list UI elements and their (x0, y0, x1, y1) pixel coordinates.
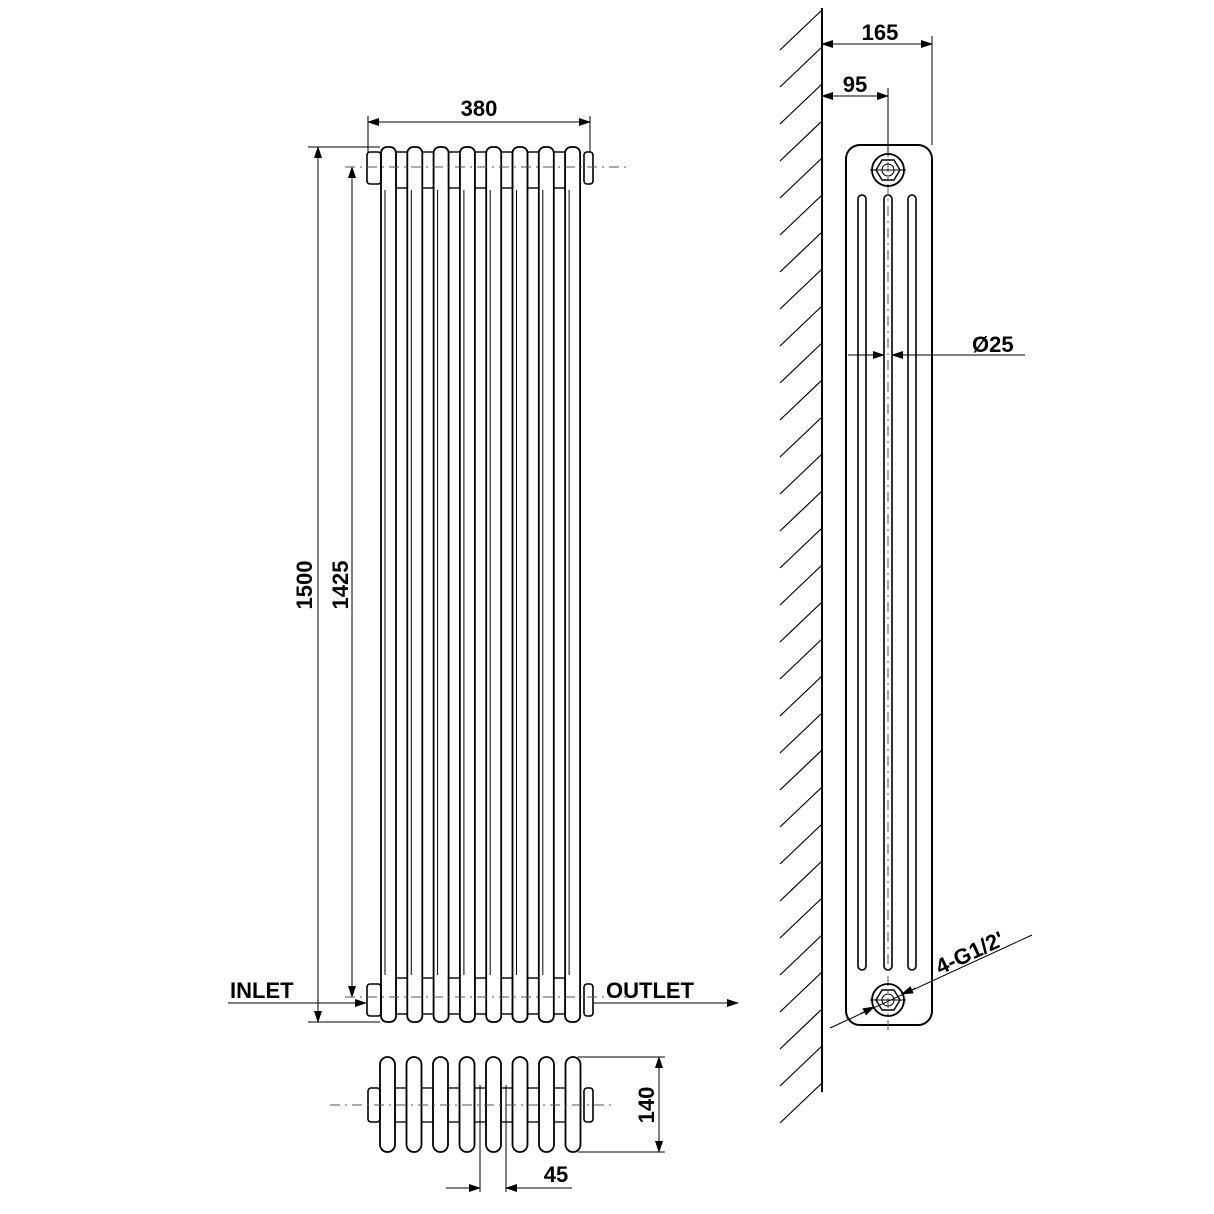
wall-to-center-label: 95 (843, 72, 867, 97)
radiator-column (511, 146, 540, 1023)
end-plug (583, 1087, 594, 1123)
end-plug (583, 151, 594, 185)
outlet-label: OUTLET (606, 978, 695, 1003)
depth-dimension-label: 140 (634, 1087, 659, 1124)
height-dimension-label: 1500 (292, 561, 317, 610)
side-view (845, 140, 933, 1035)
front-view (366, 146, 594, 1023)
connection-size-label: 4-G1/2' (932, 926, 1008, 979)
bottom-connection (870, 983, 906, 1017)
side-dimensions: 165 95 Ø25 4-G1/2' (821, 20, 1033, 1029)
radiator-column (406, 146, 435, 1023)
total-depth-label: 165 (862, 20, 899, 45)
width-dimension-label: 380 (461, 96, 498, 121)
wall-hatching (779, 8, 823, 1124)
radiator-column (458, 146, 487, 1023)
centers-dimension-label: 1425 (328, 561, 353, 610)
radiator-column (432, 146, 461, 1023)
end-plug (583, 983, 594, 1017)
inlet-label: INLET (230, 978, 294, 1003)
end-plug (366, 983, 382, 1017)
pitch-dimension-label: 45 (544, 1162, 568, 1187)
radiator-column (380, 146, 409, 1023)
end-plug (366, 151, 382, 185)
radiator-column (564, 146, 581, 1023)
tube-diameter-label: Ø25 (972, 332, 1014, 357)
front-dimensions: 380 1500 1425 INLET OUTLET (228, 96, 739, 1023)
radiator-column (485, 146, 514, 1023)
radiator-column (537, 146, 566, 1023)
top-dimensions: 140 45 (330, 1056, 665, 1192)
top-connection (870, 153, 906, 187)
